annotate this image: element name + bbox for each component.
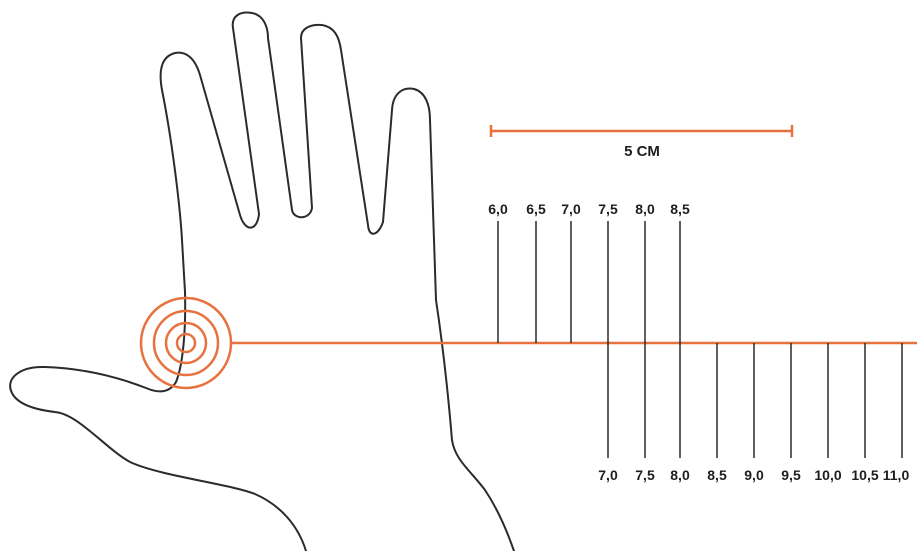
lower-tick-label: 10,5: [851, 467, 878, 483]
lower-tick-label: 9,5: [781, 467, 801, 483]
upper-tick-label: 8,5: [670, 201, 690, 217]
lower-tick-label: 8,0: [670, 467, 690, 483]
scale-bar: [491, 125, 792, 137]
lower-ticks: [608, 343, 902, 458]
upper-tick-label: 6,0: [488, 201, 508, 217]
upper-tick-label: 7,5: [598, 201, 618, 217]
lower-tick-label: 8,5: [707, 467, 727, 483]
hand-outline-icon: [10, 13, 514, 551]
lower-tick-labels: 7,0 7,5 8,0 8,5 9,0 9,5 10,0 10,5 11,0: [598, 467, 909, 483]
lower-tick-label: 10,0: [814, 467, 841, 483]
upper-tick-label: 7,0: [561, 201, 581, 217]
scale-bar-label: 5 CM: [624, 143, 660, 160]
lower-tick-label: 11,0: [883, 467, 910, 483]
upper-tick-label: 8,0: [635, 201, 655, 217]
lower-tick-label: 9,0: [744, 467, 764, 483]
upper-tick-label: 6,5: [526, 201, 546, 217]
upper-ticks: [498, 221, 680, 343]
concentric-target-icon: [141, 298, 231, 388]
lower-tick-label: 7,0: [598, 467, 618, 483]
upper-tick-labels: 6,0 6,5 7,0 7,5 8,0 8,5: [488, 201, 690, 217]
lower-tick-label: 7,5: [635, 467, 655, 483]
